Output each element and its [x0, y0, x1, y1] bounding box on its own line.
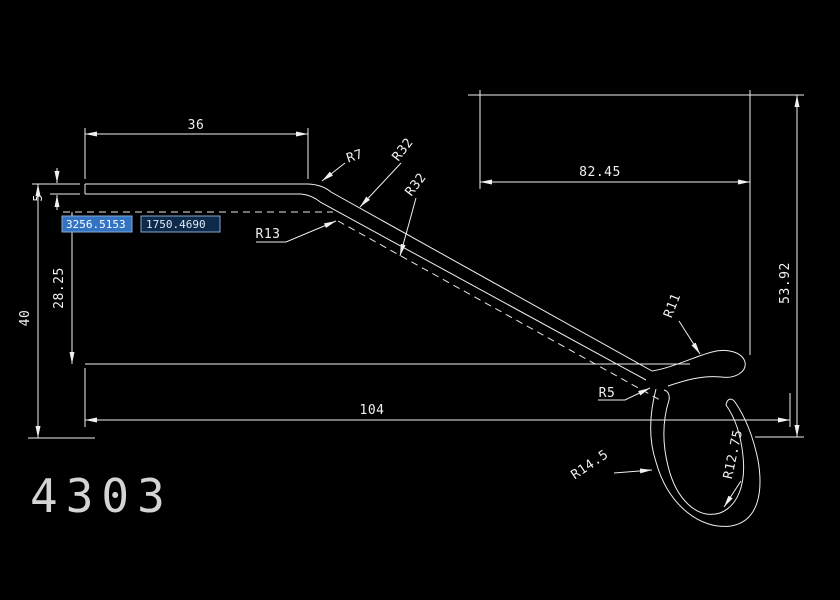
radius-junction[interactable]: R5 — [598, 386, 651, 401]
profile-end-bead[interactable] — [651, 349, 746, 387]
dim-height-right[interactable]: 53.92 — [755, 95, 804, 438]
dim-height-left[interactable]: 40 — [18, 183, 95, 439]
dim-width-upper-right-label[interactable]: 82.45 — [579, 165, 621, 180]
dim-height-left-label[interactable]: 40 — [18, 310, 33, 327]
dim-length-bottom-label[interactable]: 104 — [360, 403, 385, 418]
dim-height-mid-label[interactable]: 28.25 — [52, 267, 67, 309]
coord-y-value[interactable]: 1750.4690 — [146, 218, 206, 231]
profile-geometry[interactable] — [63, 94, 804, 527]
part-number-label[interactable]: 4303 — [30, 469, 173, 523]
dim-width-top[interactable]: 36 — [84, 118, 309, 179]
radius-hook-top-label[interactable]: R11 — [661, 291, 684, 320]
radius-bend-inner-label[interactable]: R13 — [256, 227, 281, 242]
radius-bend-inner[interactable]: R13 — [256, 220, 337, 243]
coord-y-field[interactable] — [140, 215, 221, 233]
coord-x-field[interactable] — [61, 215, 133, 233]
dim-height-mid[interactable]: 28.25 — [52, 212, 75, 364]
radius-slope-inner[interactable]: R32 — [399, 170, 430, 257]
radius-junction-label[interactable]: R5 — [599, 386, 616, 401]
dynamic-input-tooltip[interactable]: 3256.5153 1750.4690 — [61, 215, 221, 233]
radius-slope-outer-label[interactable]: R32 — [390, 135, 417, 164]
coord-x-value[interactable]: 3256.5153 — [66, 218, 126, 231]
dim-height-right-label[interactable]: 53.92 — [778, 262, 793, 304]
dim-width-top-label[interactable]: 36 — [188, 118, 205, 133]
radius-hook-outer[interactable]: R14.5 — [569, 447, 653, 483]
radius-bend-outer-label[interactable]: R7 — [345, 147, 365, 166]
radius-hook-top[interactable]: R11 — [661, 291, 701, 355]
radius-hook-inner[interactable]: R12.75 — [721, 428, 746, 508]
profile-top-outer-edge[interactable] — [85, 183, 653, 372]
profile-hook-arm[interactable] — [650, 388, 761, 527]
hidden-line-diagonal[interactable] — [337, 220, 661, 401]
radius-hook-outer-label[interactable]: R14.5 — [569, 447, 612, 483]
dim-width-upper-right[interactable]: 82.45 — [479, 90, 751, 355]
dim-length-bottom[interactable]: 104 — [84, 368, 791, 427]
radius-bend-outer[interactable]: R7 — [321, 147, 365, 182]
profile-top-inner-edge[interactable] — [85, 193, 647, 381]
radius-slope-inner-label[interactable]: R32 — [403, 170, 430, 199]
radius-slope-outer[interactable]: R32 — [359, 135, 417, 208]
